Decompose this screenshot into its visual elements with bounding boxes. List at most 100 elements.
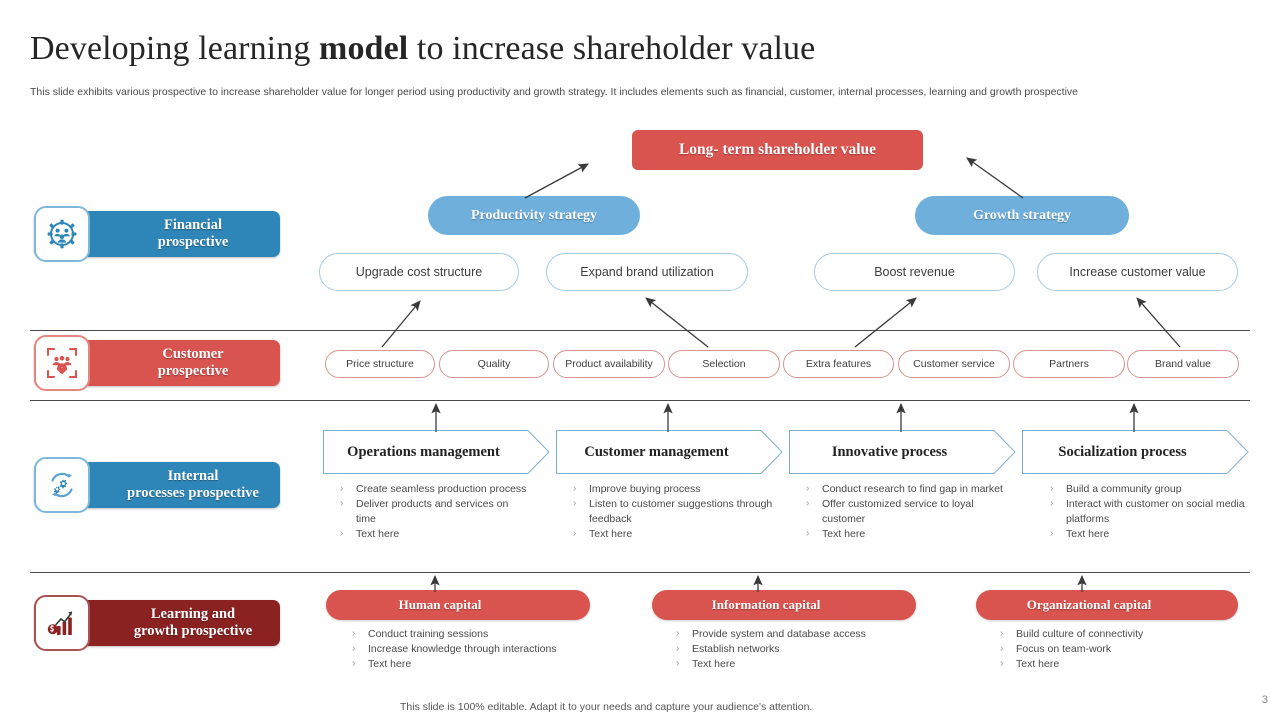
list-item-text: Text here — [822, 527, 866, 540]
growth-strategy-banner[interactable]: Growth strategy — [915, 196, 1129, 235]
list-item: › Interact with customer on social media … — [1050, 497, 1248, 526]
customer-pill-product-availability[interactable]: Product availability — [553, 350, 665, 378]
page-subtitle: This slide exhibits various prospective … — [30, 86, 1079, 98]
bullet-marker-icon: › — [806, 483, 810, 494]
bullet-marker-icon: › — [806, 527, 810, 539]
bullet-marker-icon: › — [676, 658, 680, 669]
capital-banner-human-capital[interactable]: Human capital — [326, 590, 590, 620]
list-item: ›Text here — [1050, 527, 1248, 542]
learning-label-line2: growth prospective — [133, 623, 253, 639]
list-item-text: Create seamless production process — [356, 483, 527, 495]
bullet-marker-icon: › — [1050, 498, 1054, 509]
customer-pill-selection[interactable]: Selection — [668, 350, 780, 378]
bullet-marker-icon: › — [676, 643, 680, 654]
page-number: 3 — [1261, 694, 1268, 706]
process-chevron-innovative-process[interactable]: Innovative process — [789, 430, 1016, 474]
list-item-text: Text here — [692, 658, 736, 670]
bullet-marker-icon: › — [1000, 628, 1004, 639]
list-item: › Text here — [1000, 657, 1250, 672]
list-item: ›Text here — [340, 527, 530, 542]
sidebar-item-learning-label: Learning and growth prospective — [106, 606, 280, 640]
bullet-marker-icon: › — [573, 498, 577, 509]
sidebar-item-internal-processes-prospective[interactable]: Internal processes prospective — [34, 457, 280, 513]
list-item-text: Establish networks — [692, 643, 780, 655]
process-title-customer: Customer management — [584, 443, 729, 460]
arrow-productivity-to-goal — [524, 163, 589, 199]
customer-pill-extra-features[interactable]: Extra features — [783, 350, 894, 378]
sidebar-item-financial-label: Financial prospective — [106, 217, 280, 251]
capital-banner-information-capital[interactable]: Information capital — [652, 590, 916, 620]
bullet-marker-icon: › — [340, 498, 344, 509]
list-item-text: Deliver products and services on time — [356, 498, 509, 525]
divider-internal-learning — [30, 572, 1250, 573]
productivity-strategy-banner[interactable]: Productivity strategy — [428, 196, 640, 235]
customer-pill-customer-service[interactable]: Customer service — [898, 350, 1010, 378]
list-item: ›Text here — [352, 657, 602, 672]
customer-pill-brand-value[interactable]: Brand value — [1127, 350, 1239, 378]
title-segment-1: Developing learning — [30, 30, 320, 67]
list-item-text: Build culture of connectivity — [1016, 628, 1144, 640]
list-item-text: Provide system and database access — [692, 628, 866, 640]
process-bullets-socialization: ›Build a community group › Interact with … — [1050, 482, 1248, 542]
customer-label-line2: prospective — [157, 363, 229, 379]
financial-capsule-boost-revenue[interactable]: Boost revenue — [814, 253, 1015, 291]
divider-customer-internal — [30, 400, 1250, 401]
arrow-to-increase-customer-value — [1136, 297, 1181, 348]
list-item-text: Text here — [1066, 527, 1110, 540]
process-title-socialization: Socialization process — [1058, 443, 1187, 460]
bullet-marker-icon: › — [352, 628, 356, 639]
capital-bullets-organizational: › Build culture of connectivity › Focus on… — [1000, 627, 1250, 672]
list-item: › Deliver products and services on time — [340, 497, 530, 526]
bullet-marker-icon: › — [1000, 658, 1004, 669]
list-item-text: Focus on team-work — [1016, 643, 1112, 655]
internal-label-line2: processes prospective — [127, 485, 259, 501]
financial-capsule-expand-brand-utilization[interactable]: Expand brand utilization — [546, 253, 748, 291]
list-item: › Build culture of connectivity — [1000, 627, 1250, 642]
process-gears-icon — [34, 457, 90, 513]
process-chevron-socialization-process[interactable]: Socialization process — [1022, 430, 1249, 474]
process-chevron-operations-management[interactable]: Operations management — [323, 430, 550, 474]
process-chevron-customer-management[interactable]: Customer management — [556, 430, 783, 474]
financial-label-line2: prospective — [157, 234, 229, 250]
process-title-innovative: Innovative process — [831, 443, 948, 460]
capital-title-human: Human capital — [398, 597, 482, 612]
arrow-to-upgrade-cost-structure — [381, 300, 421, 348]
list-item-text: Conduct research to find gap in market — [822, 483, 1003, 495]
list-item-text: Text here — [1016, 658, 1060, 670]
sidebar-item-customer-label: Customer prospective — [106, 346, 280, 380]
customer-pill-price-structure[interactable]: Price structure — [325, 350, 435, 378]
customer-pill-partners[interactable]: Partners — [1013, 350, 1125, 378]
capital-bullets-human: ›Conduct training sessions ›Increase kno… — [352, 627, 602, 672]
list-item: ›Build a community group — [1050, 482, 1248, 497]
long-term-shareholder-value-banner[interactable]: Long- term shareholder value — [632, 130, 923, 170]
list-item: ›Offer customized service to loyal custo… — [806, 497, 1006, 526]
bullet-marker-icon: › — [573, 527, 577, 539]
list-item-text: Improve buying process — [589, 483, 701, 495]
internal-label-line1: Internal — [167, 468, 219, 484]
sidebar-item-learning-growth-prospective[interactable]: Learning and growth prospective — [34, 595, 280, 651]
capital-bullets-information: › Provide system and database access › Est… — [676, 627, 926, 672]
list-item: › Improve buying process — [573, 482, 778, 497]
financial-capsule-increase-customer-value[interactable]: Increase customer value — [1037, 253, 1238, 291]
financial-capsule-upgrade-cost-structure[interactable]: Upgrade cost structure — [319, 253, 519, 291]
growth-chart-icon — [34, 595, 90, 651]
divider-financial-customer — [30, 330, 1250, 331]
process-bullets-operations: › Create seamless production process › Del… — [340, 482, 530, 542]
bullet-marker-icon: › — [352, 643, 356, 654]
gear-people-icon — [34, 206, 90, 262]
list-item-text: Build a community group — [1066, 483, 1182, 495]
sidebar-item-financial-prospective[interactable]: Financial prospective — [34, 206, 280, 262]
list-item: › Text here — [806, 527, 1006, 542]
bullet-marker-icon: › — [573, 483, 577, 494]
list-item: › Conduct research to find gap in market — [806, 482, 1006, 497]
sidebar-item-customer-prospective[interactable]: Customer prospective — [34, 335, 280, 391]
list-item: › Listen to customer suggestions through … — [573, 497, 778, 526]
list-item-text: Listen to customer suggestions through f… — [589, 498, 773, 525]
customer-pill-quality[interactable]: Quality — [439, 350, 549, 378]
capital-title-organizational: Organizational capital — [1026, 597, 1152, 612]
list-item: ›Increase knowledge through interactions — [352, 642, 602, 657]
process-bullets-innovative: ›Conduct research to find gap in market … — [806, 482, 1006, 542]
list-item-text: Offer customized service to loyal custom… — [822, 498, 974, 525]
capital-banner-organizational-capital[interactable]: Organizational capital — [976, 590, 1238, 620]
list-item-text: Interact with customer on social media p… — [1066, 498, 1245, 525]
